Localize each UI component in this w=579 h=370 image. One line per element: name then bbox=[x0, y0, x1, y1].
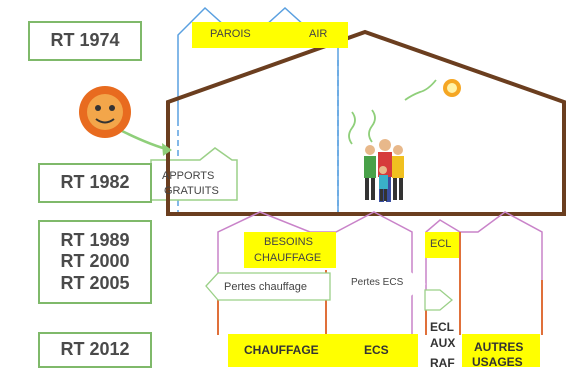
besoins-label-line1: BESOINS bbox=[264, 236, 313, 248]
ecl-highlight bbox=[425, 232, 459, 258]
bottom-highlight bbox=[228, 334, 418, 367]
ecs-label: ECS bbox=[364, 343, 389, 357]
rt-1989-label: RT 1989 bbox=[60, 229, 130, 250]
raf-arrow bbox=[424, 289, 454, 311]
green-sun-arrowhead bbox=[162, 143, 172, 156]
aux-label: AUX bbox=[430, 336, 456, 350]
pertes-ecs-arrow bbox=[337, 271, 426, 297]
heat-squiggle-1 bbox=[348, 111, 356, 145]
ecl-label: ECL bbox=[430, 238, 452, 250]
usages-label: USAGES bbox=[472, 355, 523, 369]
rt-1982-box: RT 1982 bbox=[38, 163, 152, 203]
rt-1982-label: RT 1982 bbox=[60, 172, 130, 193]
parois-highlight bbox=[192, 22, 348, 48]
ecl-envelope-line bbox=[425, 211, 543, 335]
rt-2012-label: RT 2012 bbox=[60, 339, 130, 360]
rt-1974-box: RT 1974 bbox=[28, 21, 142, 61]
parois-label: PAROIS bbox=[210, 28, 251, 40]
heat-squiggle-2 bbox=[368, 109, 376, 143]
autres-label: AUTRES bbox=[474, 340, 524, 354]
pertes-chauffage-arrow bbox=[205, 272, 331, 301]
ecl-aux-label: ECL bbox=[430, 320, 454, 334]
rt-1989-2005-box: RT 1989 RT 2000 RT 2005 bbox=[38, 220, 152, 304]
besoins-label-line2: CHAUFFAGE bbox=[254, 252, 322, 264]
raf-label: RAF bbox=[430, 356, 455, 370]
rt-2000-label: RT 2000 bbox=[60, 251, 130, 272]
pertes-chauffage-label: Pertes chauffage bbox=[224, 281, 307, 293]
chauffage-label: CHAUFFAGE bbox=[244, 343, 319, 357]
rt-2005-label: RT 2005 bbox=[60, 272, 130, 293]
apports-label-line1: APPORTS bbox=[162, 170, 215, 182]
family-icon bbox=[364, 139, 404, 202]
air-label: AIR bbox=[309, 28, 328, 40]
apports-outline bbox=[150, 147, 238, 201]
autres-highlight bbox=[462, 334, 540, 367]
light-bulb-icon bbox=[404, 79, 461, 101]
rt-1974-label: RT 1974 bbox=[50, 30, 120, 51]
pertes-ecs-label: Pertes ECS bbox=[351, 277, 404, 288]
besoins-highlight bbox=[244, 232, 336, 268]
rt-2012-box: RT 2012 bbox=[38, 332, 152, 368]
apports-label-line2: GRATUITS bbox=[164, 185, 219, 197]
sun-face-icon bbox=[79, 86, 131, 138]
